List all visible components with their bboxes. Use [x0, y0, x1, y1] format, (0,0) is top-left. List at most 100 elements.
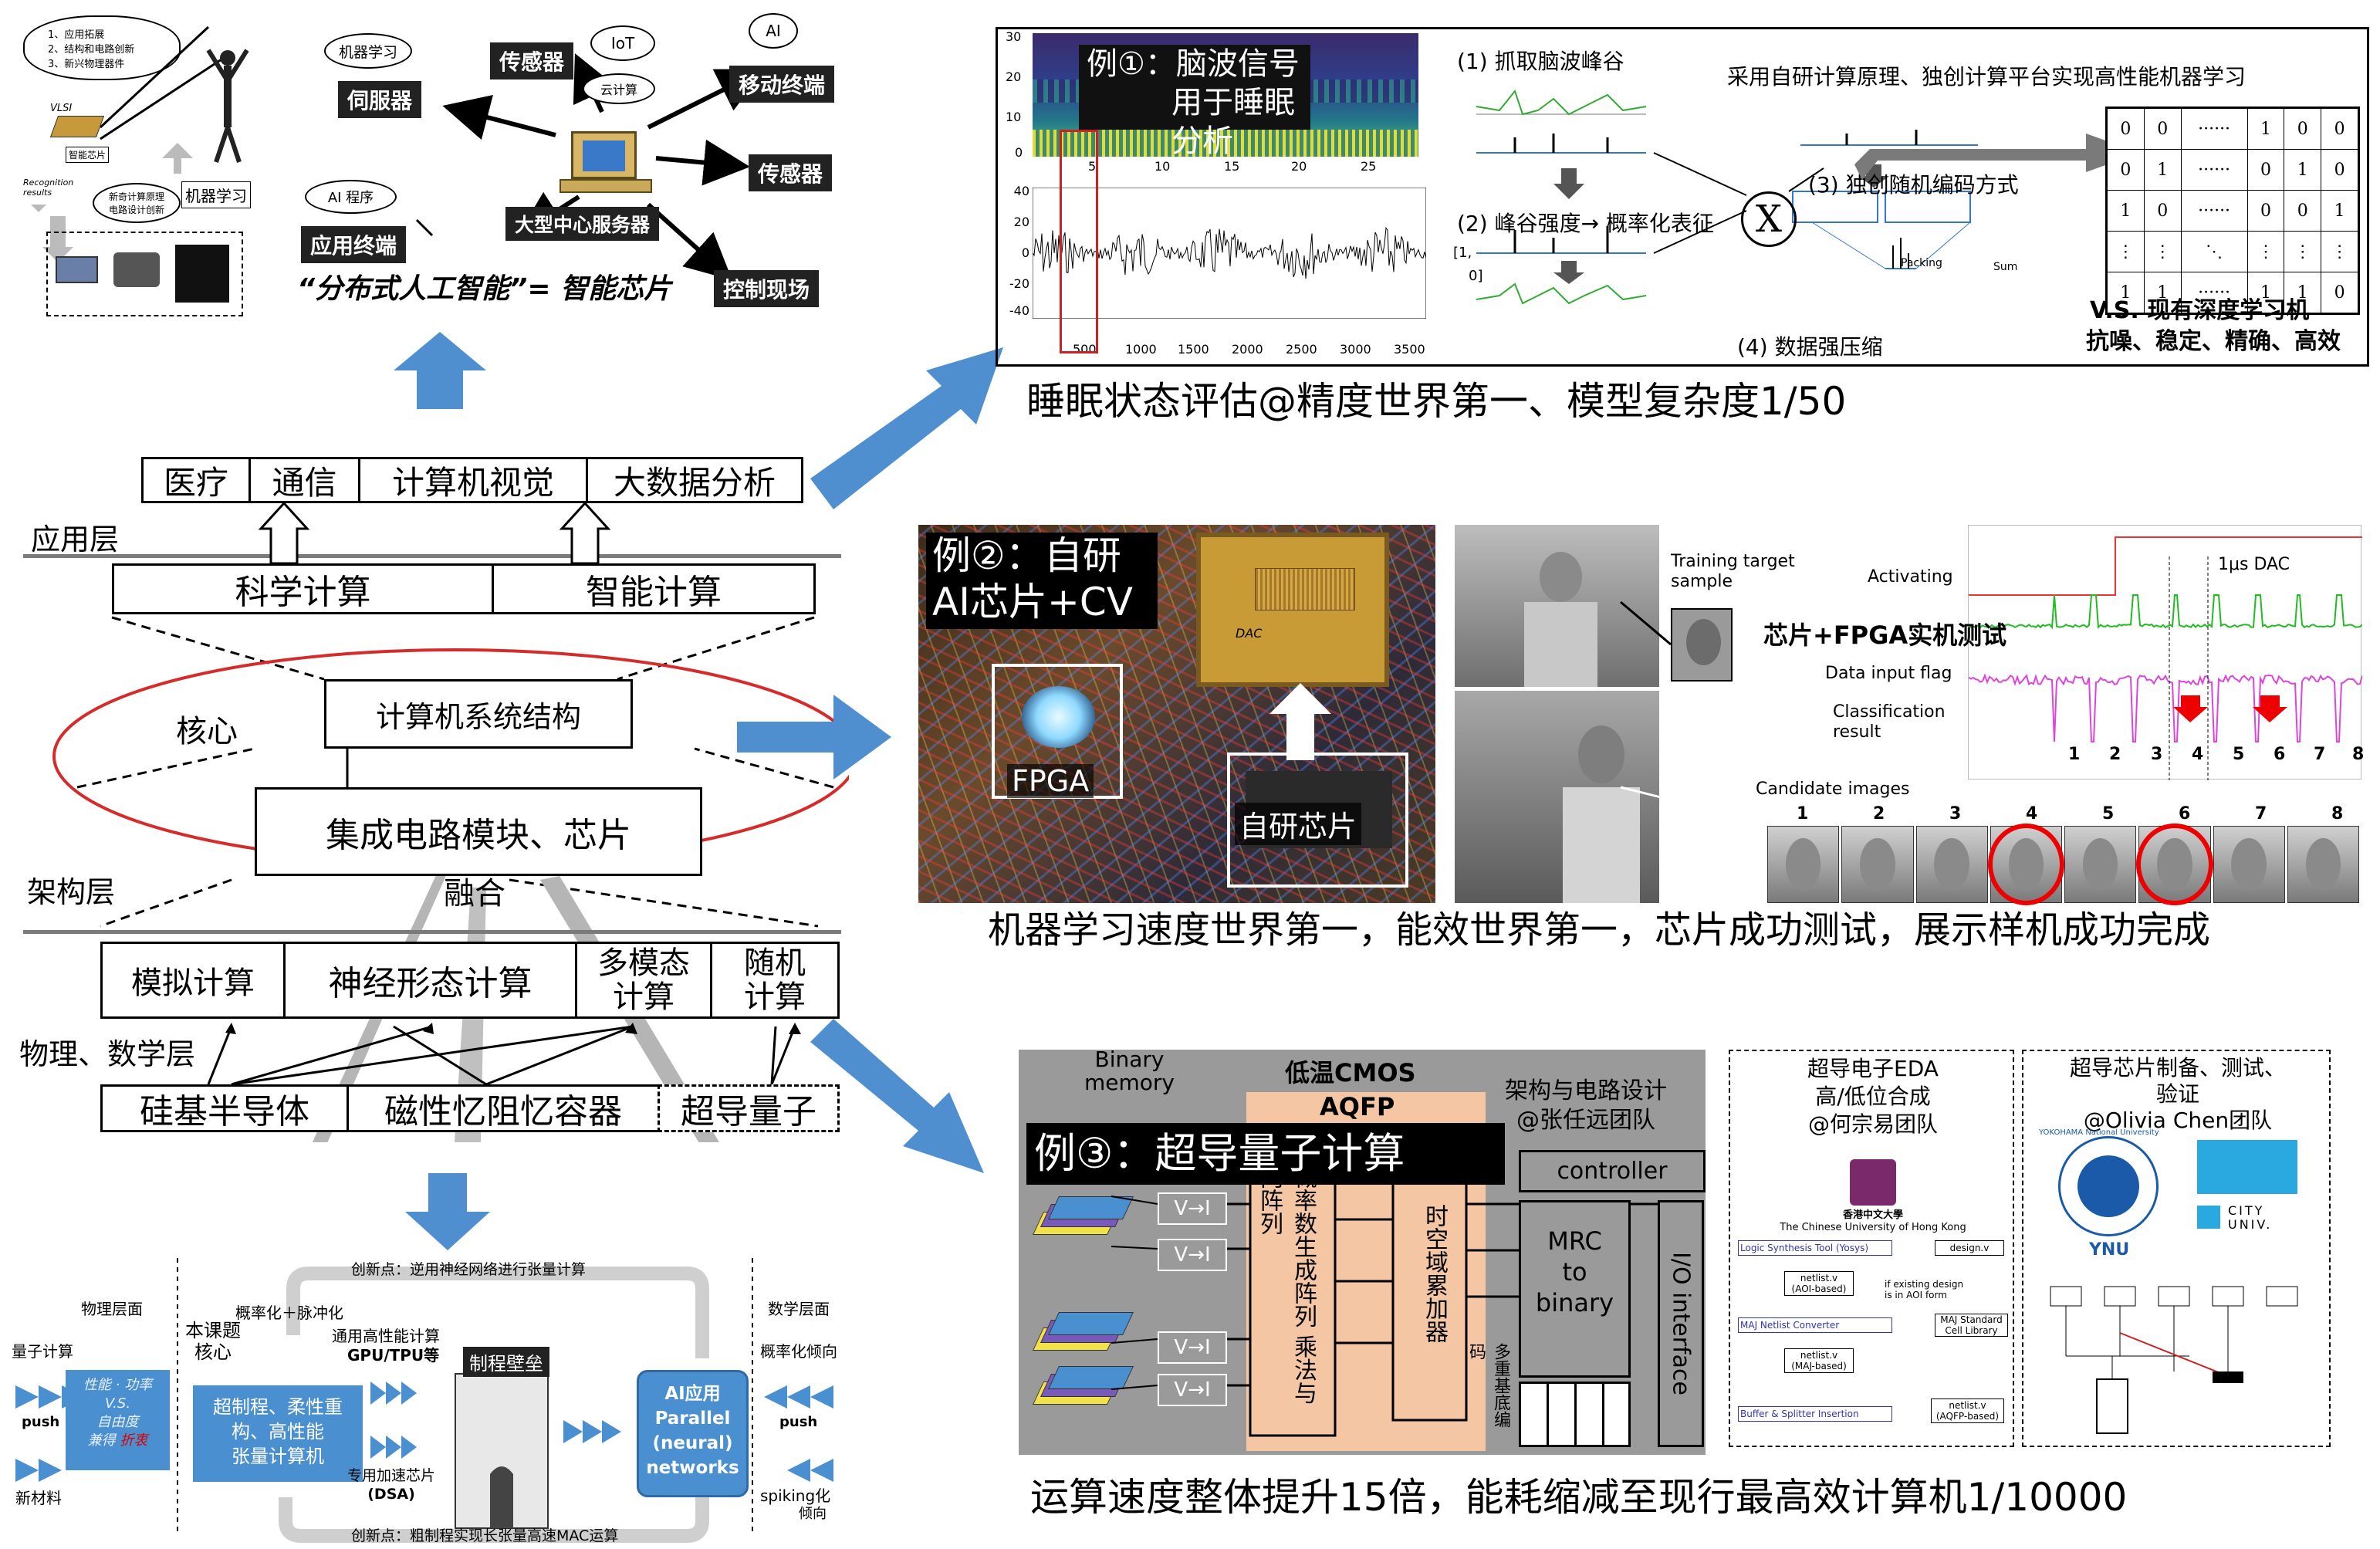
- city-logo-block: [2197, 1140, 2297, 1194]
- down-arrow: [405, 1173, 490, 1250]
- matrix-cell: 1: [2284, 149, 2322, 191]
- training-face: [1671, 608, 1733, 681]
- app-terminal-tag: 应用终端: [301, 226, 407, 263]
- device-silicon: 硅基半导体: [100, 1084, 349, 1132]
- matrix-cell: 1: [2246, 272, 2285, 313]
- computer-icon: [560, 123, 652, 197]
- candidate-label: Candidate images: [1756, 780, 1910, 799]
- novel-cloud: 新奇计算原理 电路设计创新: [93, 183, 181, 223]
- new-material-label: 新材料: [15, 1489, 62, 1507]
- cloud-computing-cloud: 云计算: [583, 73, 655, 104]
- cand-num: 4: [2026, 804, 2038, 824]
- flow-maj-conv: MAJ Netlist Converter: [1738, 1317, 1892, 1333]
- range-line: 0]: [1469, 268, 1483, 284]
- vi-box: V→I: [1158, 1239, 1227, 1271]
- chip-die-image: DAC: [1196, 533, 1389, 687]
- topic-line: 本课题: [185, 1320, 241, 1341]
- goal-item: 1、应用拓展: [48, 29, 105, 41]
- sensor-tag-2: 传感器: [749, 154, 833, 191]
- ai-app-line: (neural): [652, 1433, 733, 1453]
- prob-gen-line: 概率数生成阵列: [1290, 1165, 1317, 1327]
- candidate-image: [1987, 824, 2064, 905]
- ai-program-cloud: AI 程序: [305, 180, 397, 214]
- matrix-cell: ⋱: [2180, 231, 2248, 272]
- scope-num: 1: [2068, 745, 2081, 764]
- central-server-tag: 大型中心服务器: [505, 207, 660, 241]
- prob-pulse-label: 概率化＋脉冲化: [235, 1304, 343, 1322]
- innovation-bottom-label: 创新点：粗制程实现长张量高速MAC运算: [351, 1527, 619, 1544]
- eda-line: 超导电子EDA: [1807, 1056, 1939, 1081]
- binary-memory-line: memory: [1084, 1070, 1175, 1095]
- mobile-tag: 移动终端: [729, 66, 835, 103]
- multimodal-label: 多模态计算: [597, 945, 690, 1015]
- arrow-to-ex3: [810, 1019, 984, 1173]
- math-level-label: 数学层面: [768, 1300, 830, 1318]
- chip-graphic: [49, 116, 105, 137]
- app-layer-label: 应用层: [31, 523, 120, 556]
- xtick: 1500: [1178, 342, 1209, 357]
- goal-item: 3、新兴物理器件: [48, 58, 125, 70]
- ytick: 20: [1013, 215, 1029, 229]
- time-acc-label: 时空域累加器: [1421, 1204, 1448, 1343]
- dac-time-label: 1μs DAC: [2218, 555, 2290, 574]
- flow-buffer: Buffer & Splitter Insertion: [1738, 1406, 1892, 1422]
- example-2-panel: DAC FPGA 自研芯片 例②：自研 AI芯片+CV Training tar…: [918, 525, 2364, 905]
- matrix-cell: 0: [2143, 190, 2182, 232]
- ex3-caption: 运算速度整体提升15倍，能耗缩减至现行最高效计算机1/10000: [1030, 1475, 2128, 1520]
- arch-layer-label: 架构层: [27, 875, 116, 909]
- xtick: 15: [1224, 159, 1240, 174]
- matrix-cell: 0: [2321, 272, 2358, 313]
- matrix-cell: 1: [2143, 272, 2182, 313]
- step3-label: (3) 独创随机编码方式: [1808, 172, 2019, 198]
- distributed-ai-diagram: 机器学习 伺服器 传感器 IoT 云计算 AI 移动终端 传感器 AI 程序 应…: [293, 4, 857, 313]
- goals-cloud: 1、应用拓展 2、结构和电路创新 3、新兴物理器件: [23, 15, 181, 80]
- eda-panel: 超导电子EDA 高/低位合成 @何宗易团队 香港中文大學 The Chinese…: [1729, 1050, 2014, 1447]
- candidate-image: [2213, 826, 2285, 903]
- ytick: -40: [1009, 303, 1029, 318]
- highlight-window: [1060, 130, 1098, 353]
- perf-line: 自由度: [96, 1414, 139, 1430]
- training-line: Training target: [1671, 552, 1795, 571]
- step4-label: (4) 数据强压缩: [1737, 334, 1883, 360]
- tensor-diagram: 物理层面 数学层面 量子计算 push 新材料 性能 · 功率 V.S. 自由度…: [8, 1243, 849, 1547]
- fab-panel: 超导芯片制备、测试、 验证 @Olivia Chen团队 YOKOHAMA Na…: [2022, 1050, 2331, 1447]
- flow-line: (AQFP-based): [1935, 1411, 2000, 1422]
- matrix-cell: ······: [2180, 108, 2248, 150]
- training-line: sample: [1671, 572, 1733, 591]
- perf-line: 兼得: [87, 1432, 116, 1449]
- ex2-caption: 机器学习速度世界第一，能效世界第一，芯片成功测试，展示样机成功完成: [988, 908, 2211, 952]
- ytick: 20: [1006, 69, 1022, 84]
- ml-cloud: 机器学习: [324, 33, 412, 69]
- fusion-label: 融合: [444, 876, 505, 911]
- xtick: 3500: [1394, 342, 1425, 357]
- candidate-image: [2287, 826, 2359, 903]
- gpu-label: GPU/TPU等: [347, 1346, 440, 1365]
- vs-line: 抗噪、稳定、精确、高效: [2086, 328, 2341, 355]
- cand-num: 1: [1797, 804, 1809, 824]
- scope-num: 2: [2109, 745, 2121, 764]
- candidate-numbers: 1 2 3 4 5 6 7 8: [1767, 804, 2361, 824]
- flow-line: (AOI-based): [1791, 1284, 1847, 1294]
- paradigm-stochastic: 随机计算: [710, 942, 840, 1019]
- iot-cloud: IoT: [590, 25, 655, 61]
- gen-high-label: 通用高性能计算: [332, 1327, 440, 1345]
- fab-title: 超导芯片制备、测试、 验证 @Olivia Chen团队: [2023, 1055, 2332, 1134]
- spiking-label: spiking化: [760, 1486, 831, 1505]
- matrix-cell: 1: [2284, 272, 2322, 313]
- controller-box: controller: [1519, 1150, 1706, 1192]
- candidate-image: [1767, 826, 1840, 903]
- candidate-image: [2064, 826, 2137, 903]
- tensor-line: 张量计算机: [232, 1446, 324, 1467]
- matrix-cell: 0: [2143, 108, 2182, 150]
- xtick: 5: [1088, 159, 1097, 174]
- scope-traces: [1969, 536, 2362, 780]
- push-right-label: push: [779, 1414, 818, 1430]
- city-line: CITY: [2228, 1203, 2265, 1218]
- xtick: 1000: [1125, 342, 1157, 357]
- io-box: I/O interface: [1658, 1200, 1704, 1447]
- cand-num: 2: [1873, 804, 1885, 824]
- step1-label: (1) 抓取脑波峰谷: [1457, 49, 1624, 74]
- chip-test-label: 芯片+FPGA实机测试: [1763, 621, 2007, 650]
- matrix-cell: ⋮: [2143, 231, 2182, 272]
